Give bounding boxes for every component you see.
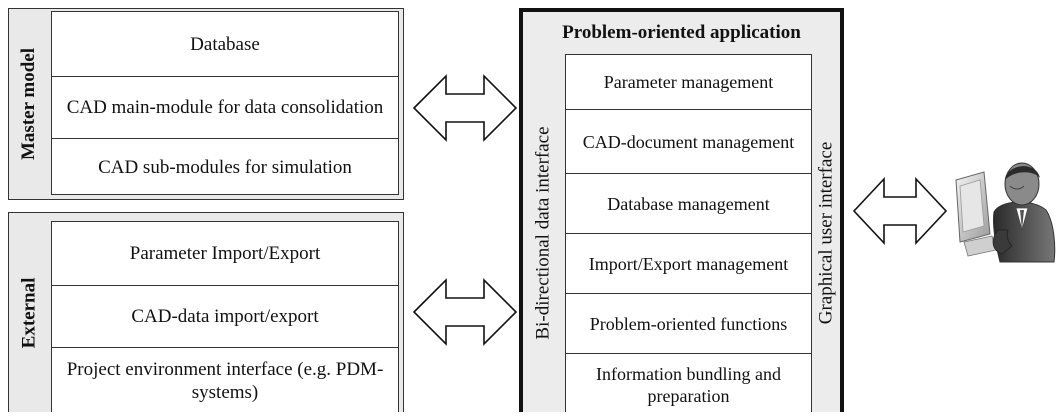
master-model-item: CAD main-module for data consolidation	[52, 77, 398, 139]
application-module: Parameter management	[565, 54, 812, 110]
problem-oriented-application-panel: Problem-oriented application Bi-directio…	[519, 8, 844, 412]
master-model-list: Database CAD main-module for data consol…	[51, 11, 399, 195]
application-modules: Parameter management CAD-document manage…	[565, 54, 812, 412]
user-at-computer-icon	[955, 162, 1056, 263]
master-model-panel: Master model Database CAD main-module fo…	[8, 8, 404, 200]
application-module: Database management	[565, 174, 812, 234]
master-model-item: Database	[52, 12, 398, 77]
application-module: Information bundling and preparation	[596, 364, 781, 406]
double-arrow-icon	[412, 278, 518, 346]
master-model-item: CAD sub-modules for simulation	[98, 157, 352, 178]
external-label: External	[18, 277, 39, 348]
external-item: Parameter Import/Export	[52, 222, 398, 286]
data-interface-label: Bi-directional data interface	[523, 54, 566, 412]
external-item: Project environment interface (e.g. PDM-…	[66, 359, 384, 403]
application-module: CAD-document management	[565, 110, 812, 174]
double-arrow-icon	[852, 176, 948, 246]
graphical-user-interface-label: Graphical user interface	[811, 54, 840, 412]
external-item: CAD-data import/export	[52, 286, 398, 348]
external-panel: External Parameter Import/Export CAD-dat…	[8, 212, 404, 412]
application-module: Import/Export management	[565, 234, 812, 294]
application-module: Problem-oriented functions	[565, 294, 812, 354]
master-model-label: Master model	[18, 47, 40, 161]
double-arrow-icon	[412, 74, 518, 142]
external-list: Parameter Import/Export CAD-data import/…	[51, 221, 399, 412]
application-title: Problem-oriented application	[523, 12, 840, 55]
